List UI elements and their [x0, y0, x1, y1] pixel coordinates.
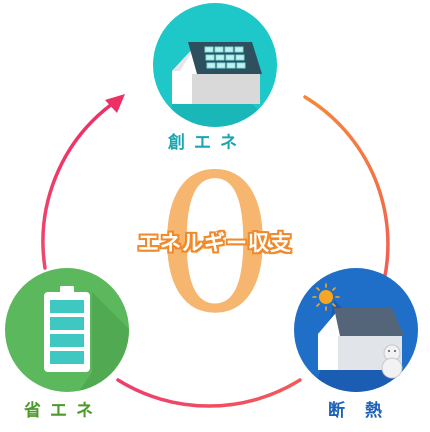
arc-save-to-create [41, 102, 114, 270]
solar-house-icon [172, 42, 262, 104]
sun-icon [312, 283, 340, 311]
node-insulation [294, 268, 418, 392]
arrowhead-icon [105, 94, 125, 113]
node-create-energy [153, 3, 277, 127]
energy-balance-title: エネルギー収支 [138, 231, 292, 255]
zero-balance-numeral: 0 [154, 134, 276, 355]
save-energy-label: 省エネ [24, 401, 102, 421]
create-energy-label: 創エネ [168, 133, 246, 153]
battery-icon [44, 286, 90, 372]
node-save-energy [5, 268, 129, 392]
insulation-label: 断熱 [328, 401, 402, 421]
insulated-house-icon [318, 308, 404, 379]
arc-insulation-to-save [116, 378, 302, 408]
arc-create-to-insulation [303, 95, 390, 287]
